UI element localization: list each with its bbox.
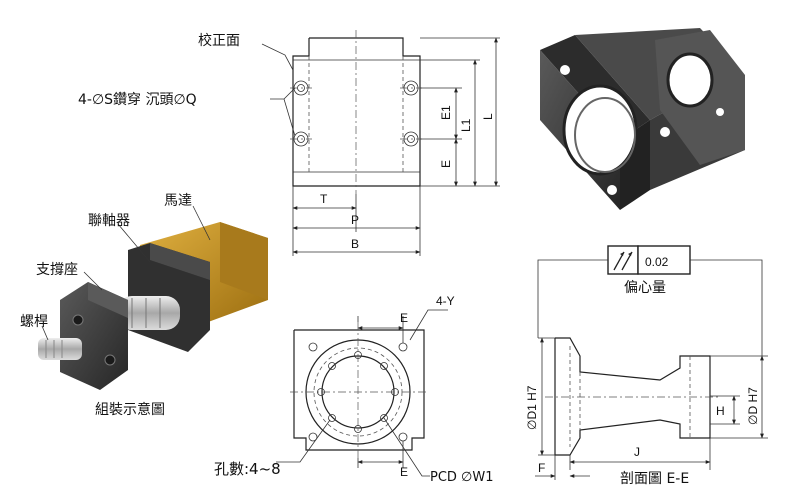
hole-count-leader [276, 419, 331, 463]
corner-hole-tl [308, 342, 318, 352]
tolerance-frame: 0.02 [537, 245, 763, 356]
screw-rod-label: 螺桿 [20, 314, 48, 330]
mount-hole-label: 4-∅S鑽穿 沉頭∅Q [78, 92, 197, 108]
bracket-large-bore [562, 84, 638, 176]
dim-E-bottom: E [400, 465, 408, 479]
pcd-label: PCD ∅W1 [430, 470, 494, 485]
tolerance-leader-right [690, 259, 763, 356]
mount-hole-br [400, 131, 422, 147]
screw-leader [41, 325, 49, 341]
dim-E-side: E [439, 160, 453, 168]
dim-E-top: E [400, 311, 408, 325]
y-leader [409, 309, 448, 341]
bracket-3d-render [540, 28, 745, 210]
front-view: E1 E L1 L T P B [261, 30, 500, 256]
section-view-label: 剖面圖 E-E [620, 471, 689, 487]
corner-hole-tr [398, 342, 408, 352]
runout-arrows-icon [613, 251, 633, 271]
eccentricity-label: 偏心量 [624, 280, 666, 296]
dim-B: B [351, 237, 359, 251]
dim-L: L [481, 113, 495, 120]
support-leader [83, 271, 103, 291]
tolerance-leader-left [537, 259, 608, 338]
calibration-face-label: 校正面 [198, 32, 240, 49]
dim-P: P [351, 213, 359, 227]
dim-D1: ∅D1 H7 [525, 385, 539, 430]
dim-L1: L1 [459, 118, 473, 132]
pcd-leader [383, 417, 430, 477]
dim-D: ∅D H7 [746, 387, 760, 425]
motor-label: 馬達 [164, 193, 192, 209]
coupling-label: 聯軸器 [88, 213, 130, 229]
corner-hole-bl [308, 432, 318, 442]
motor-leader [192, 205, 211, 241]
hole-leader-2 [283, 98, 296, 137]
mount-hole-tr [400, 80, 422, 96]
screw-rod-body [38, 338, 82, 360]
section-view: ∅D1 H7 ∅D H7 H J F [525, 337, 768, 480]
mount-hole-bl [290, 131, 312, 147]
corner-hole-br [398, 432, 408, 442]
dim-J: J [634, 445, 640, 459]
assembly-diagram-label: 組裝示意圖 [95, 401, 165, 418]
flange-view: E 4-Y E [276, 294, 455, 479]
support-seat-label: 支撐座 [36, 262, 78, 278]
coupling-body [118, 296, 180, 330]
dim-E1: E1 [439, 105, 453, 120]
calibration-face-leader [261, 43, 294, 71]
coupling-leader [117, 223, 151, 263]
dim-F: F [538, 461, 545, 475]
dim-T: T [320, 192, 328, 206]
dim-Y: 4-Y [436, 294, 455, 308]
bracket-small-bore [666, 52, 714, 108]
hole-leader-1 [270, 87, 296, 100]
tolerance-value: 0.02 [645, 255, 669, 269]
mount-hole-tl [290, 80, 312, 96]
assembly-render [38, 222, 268, 390]
dim-H: H [716, 404, 725, 418]
hole-count-label: 孔數:4~8 [214, 460, 281, 478]
